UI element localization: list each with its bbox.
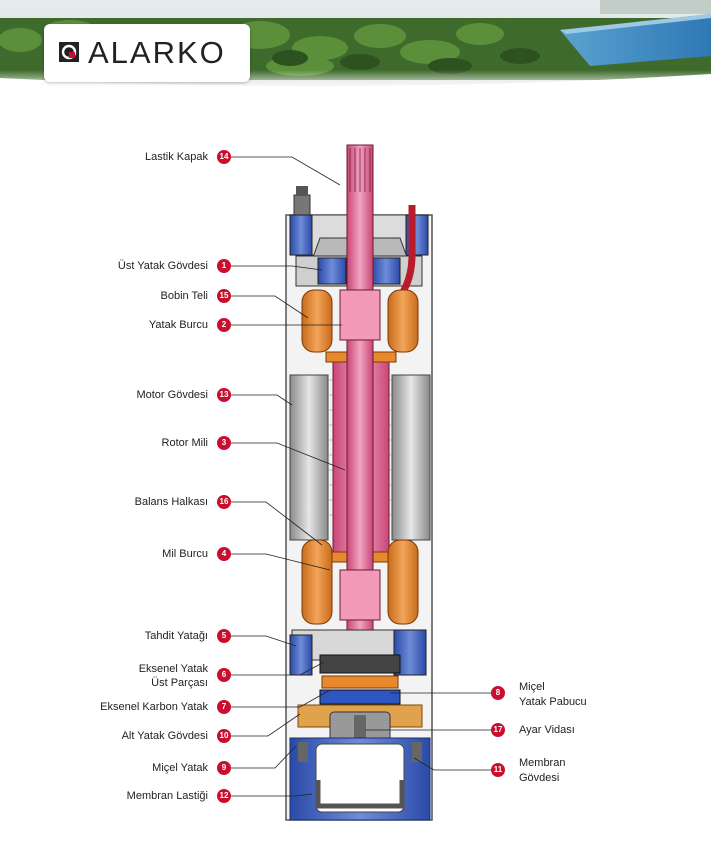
callout-badge-6: 6: [217, 668, 231, 682]
callout-badge-15: 15: [217, 289, 231, 303]
callout-badge-5: 5: [217, 629, 231, 643]
label-eksenel-karbon-yatak: Eksenel Karbon Yatak: [100, 701, 208, 713]
label-mil-burcu: Mil Burcu: [162, 548, 208, 560]
logo: ALARKO: [44, 24, 250, 82]
label-eksenel-yatak-line2: Üst Parçası: [151, 677, 208, 689]
label-lastik-kapak: Lastik Kapak: [145, 151, 208, 163]
motor-cross-section-illustration: [231, 144, 491, 821]
header-banner: ALARKO: [0, 0, 711, 110]
label-membran-lastigi: Membran Lastiği: [126, 790, 208, 802]
callout-badge-3: 3: [217, 436, 231, 450]
motor-cross-section-diagram: [0, 110, 711, 836]
callout-badge-2: 2: [217, 318, 231, 332]
brand-name: ALARKO: [88, 35, 226, 70]
callout-badge-13: 13: [217, 388, 231, 402]
label-motor-govdesi: Motor Gövdesi: [136, 389, 208, 401]
header-landscape-image: [0, 0, 711, 110]
label-alt-yatak-govdesi: Alt Yatak Gövdesi: [121, 730, 208, 742]
label-membran-line2: Gövdesi: [519, 772, 560, 784]
label-yatak-burcu: Yatak Burcu: [148, 319, 208, 331]
callout-badge-7: 7: [217, 700, 231, 714]
label-balans-halkasi: Balans Halkası: [134, 496, 208, 508]
callout-badge-10: 10: [217, 729, 231, 743]
callout-badge-14: 14: [217, 150, 231, 164]
callout-badge-1: 1: [217, 259, 231, 273]
label-micel-line2: Yatak Pabucu: [519, 696, 587, 708]
callout-badge-11: 11: [491, 763, 505, 777]
label-ust-yatak-govdesi: Üst Yatak Gövdesi: [117, 260, 208, 272]
label-tahdit-yatagi: Tahdit Yatağı: [144, 630, 208, 642]
label-ayar-vidasi: Ayar Vidası: [519, 724, 575, 736]
label-rotor-mili: Rotor Mili: [161, 437, 208, 449]
callout-badge-17: 17: [491, 723, 505, 737]
callout-badge-9: 9: [217, 761, 231, 775]
label-membran-line1: Membran: [519, 757, 566, 769]
callout-badge-4: 4: [217, 547, 231, 561]
callout-badge-16: 16: [217, 495, 231, 509]
callout-badge-12: 12: [217, 789, 231, 803]
label-bobin-teli: Bobin Teli: [160, 290, 209, 302]
callout-badge-8: 8: [491, 686, 505, 700]
label-micel-line1: Miçel: [519, 681, 545, 693]
label-micel-yatak: Miçel Yatak: [152, 762, 208, 774]
label-eksenel-yatak-line1: Eksenel Yatak: [138, 663, 208, 675]
alarko-logo-icon: [59, 42, 79, 62]
